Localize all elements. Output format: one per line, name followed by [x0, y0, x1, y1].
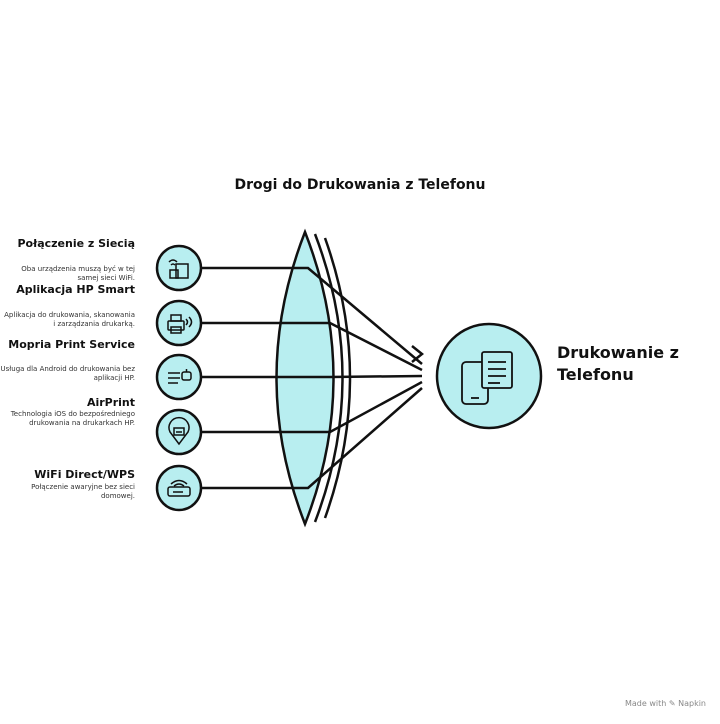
item-title: Mopria Print Service: [8, 338, 135, 351]
item-title: WiFi Direct/WPS: [34, 468, 135, 481]
item-title: Aplikacja HP Smart: [16, 283, 135, 296]
item-description: Połączenie awaryjne bez sieci domowej.: [31, 483, 135, 500]
item-description: Usługa dla Android do drukowania bez apl…: [0, 365, 135, 382]
item-description: Technologia iOS do bezpośredniego drukow…: [10, 410, 135, 427]
item-title: AirPrint: [86, 396, 135, 409]
printer-wireless-icon: [155, 299, 203, 347]
phone-document-icon: [461, 351, 513, 405]
connector-line: [201, 266, 423, 365]
airprint-location-icon: [155, 408, 203, 456]
connector-line: [201, 387, 423, 490]
watermark: Made with ✎ Napkin: [625, 699, 706, 708]
connector-line: [201, 374, 423, 379]
item-title: Połączenie z Siecią: [17, 237, 136, 250]
wifi-router-icon: [155, 464, 203, 512]
connector-line: [201, 321, 423, 372]
wifi-devices-icon: [155, 244, 203, 292]
item-description: Aplikacja do drukowania, skanowania i za…: [4, 311, 135, 328]
result-node: [435, 322, 543, 430]
android-service-icon: [155, 353, 203, 401]
arrow-head: [411, 345, 425, 363]
item-description: Oba urządzenia muszą być w tej samej sie…: [21, 265, 135, 282]
diagram-title: Drogi do Drukowania z Telefonu: [234, 177, 486, 193]
result-label: Drukowanie z Telefonu: [557, 343, 679, 384]
connector-line: [201, 380, 423, 434]
